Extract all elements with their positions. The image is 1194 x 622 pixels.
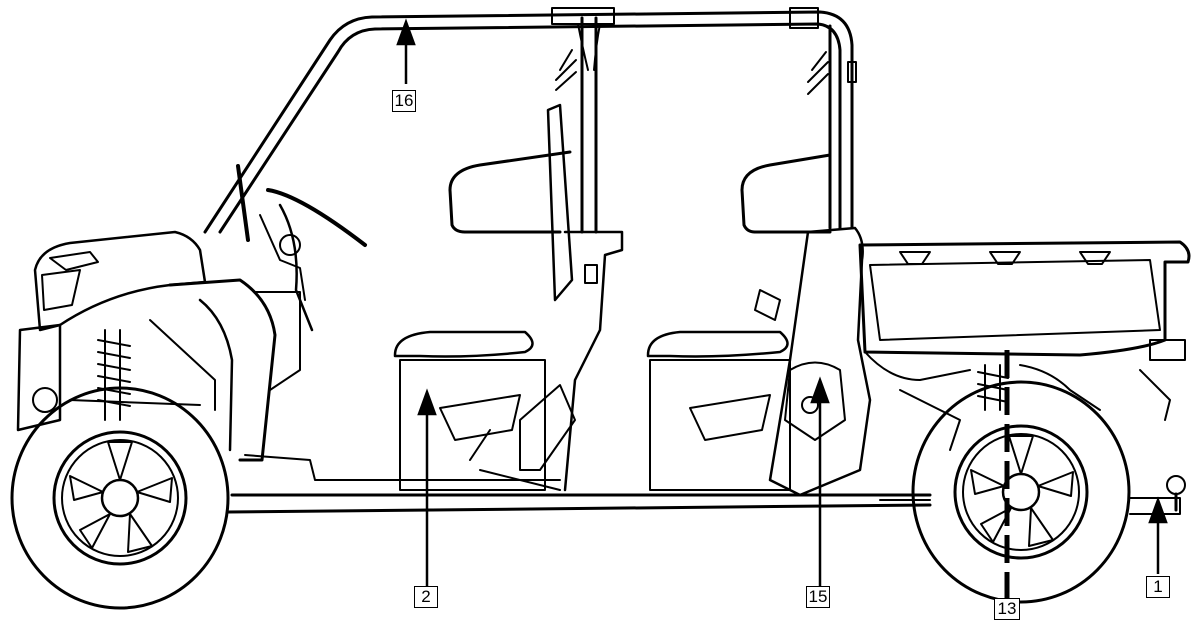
rear-wheel <box>911 380 1131 604</box>
arrow-16 <box>396 18 416 84</box>
callout-1: 1 <box>1146 576 1170 598</box>
rear-suspension <box>899 364 1101 451</box>
arrow-15 <box>810 376 830 586</box>
front-wheel <box>10 386 230 610</box>
arrow-1 <box>1148 496 1168 574</box>
cargo-bed <box>858 240 1191 421</box>
callout-15: 15 <box>806 586 830 608</box>
roll-cage <box>203 7 857 234</box>
steering-assembly <box>236 164 367 332</box>
front-body <box>16 230 301 462</box>
callout-2: 2 <box>414 586 438 608</box>
callout-16: 16 <box>392 90 416 112</box>
center-pillar <box>469 230 624 492</box>
callout-13: 13 <box>994 598 1020 620</box>
front-seat <box>393 49 577 491</box>
frame-floor <box>226 454 932 514</box>
arrow-2 <box>417 388 437 586</box>
